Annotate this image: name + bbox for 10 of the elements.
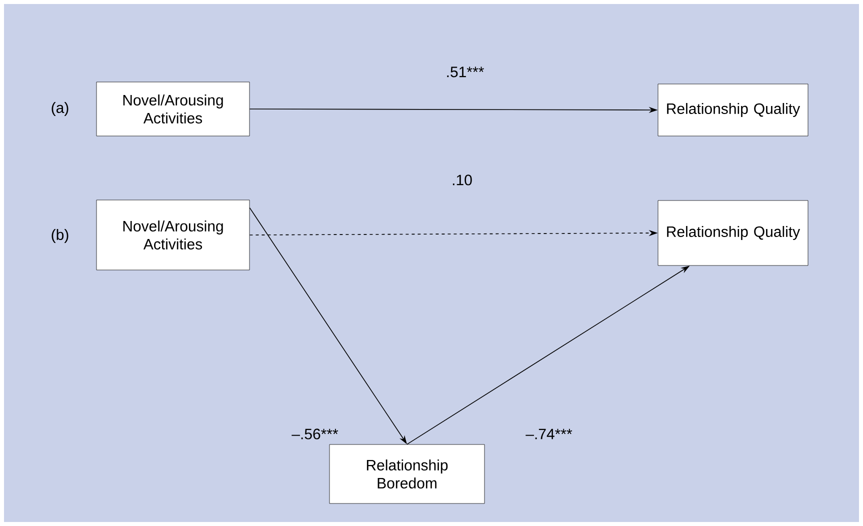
- panel-label: (b): [52, 229, 68, 243]
- box: Relationship Quality: [658, 84, 808, 136]
- box: Novel/Arousing Activities: [96, 82, 250, 136]
- edge-label: –.74***: [524, 428, 574, 440]
- box: Relationship Quality: [658, 200, 808, 266]
- box: Novel/Arousing Activities: [96, 200, 250, 270]
- edge-label: –.56***: [290, 428, 340, 440]
- panel-label: (a): [52, 102, 68, 116]
- edge-label: .10: [450, 174, 474, 186]
- box: Relationship Boredom: [329, 444, 485, 504]
